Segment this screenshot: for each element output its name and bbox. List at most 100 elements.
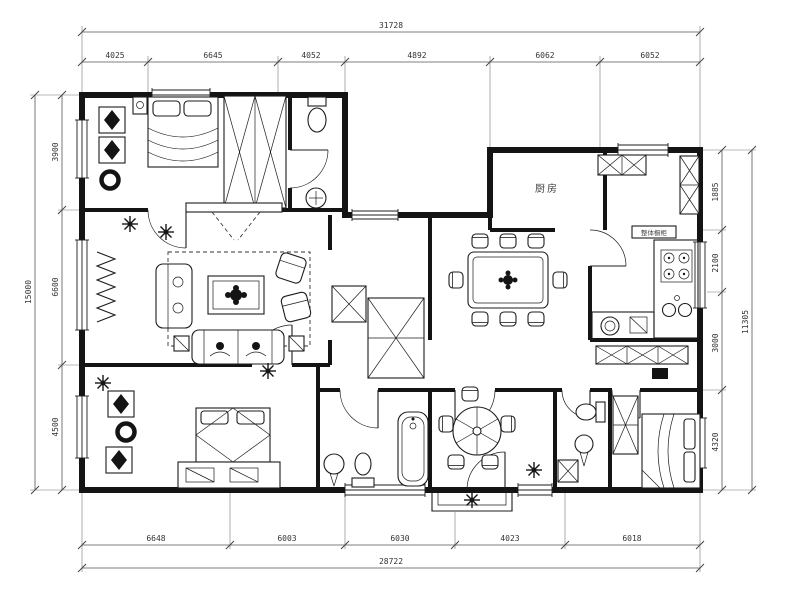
cabinet-label-text: 整体橱柜 [641, 228, 668, 237]
pillow [683, 451, 696, 483]
chair [500, 415, 516, 433]
window [75, 239, 89, 331]
window [75, 119, 89, 179]
decor-cabinet-icon [105, 446, 133, 474]
pedestal-sink [574, 434, 594, 467]
living-room [95, 202, 312, 365]
pillow [152, 100, 181, 117]
dimension-label: 4023 [500, 534, 519, 543]
washing-machine [557, 459, 579, 483]
dining-chair [448, 271, 464, 289]
dimension-label: 4500 [51, 417, 60, 436]
kitchen: 厨房 整体橱柜 [535, 154, 700, 379]
wardrobe [223, 95, 287, 209]
dimension-label: 11305 [741, 310, 750, 334]
small-bathroom [557, 401, 606, 483]
master-bathroom [305, 96, 327, 209]
dimension-label: 31728 [379, 21, 403, 30]
plant-icon [94, 374, 112, 392]
cabinet-label: 整体橱柜 [631, 225, 677, 239]
chair [481, 454, 499, 470]
balcony-door [679, 155, 700, 215]
door-swing [289, 149, 329, 189]
plant-icon [121, 215, 139, 233]
dimension-label: 4320 [711, 432, 720, 451]
plant-icon [525, 461, 543, 479]
dimension-label: 6600 [51, 277, 60, 296]
water-heater [652, 368, 668, 379]
sink [305, 187, 327, 209]
dimension-label: 3900 [51, 142, 60, 161]
dimension-label: 6003 [277, 534, 296, 543]
main-bathroom [323, 411, 429, 488]
dimension-left: 3900 6600 4500 15000 [24, 90, 67, 495]
door-swing [339, 389, 379, 429]
side-table [173, 335, 190, 352]
dining-chair [471, 233, 489, 249]
dimension-right: 1885 2100 3000 4320 11305 [711, 145, 757, 495]
outer-walls [79, 92, 703, 493]
door-swing [466, 451, 506, 491]
plant-icon [259, 362, 277, 380]
closet [367, 297, 425, 379]
chair [461, 386, 479, 402]
coffee-table [207, 275, 265, 315]
room-label: 厨房 [535, 182, 559, 195]
toilet [575, 401, 606, 423]
plant-icon [157, 223, 175, 241]
dimension-label: 6062 [535, 51, 554, 60]
tv-console [185, 202, 283, 213]
decor-ring-icon [102, 172, 119, 189]
dining-table [467, 251, 549, 309]
window [517, 483, 553, 497]
interior-walls [82, 95, 700, 490]
rug [167, 251, 311, 347]
loveseat [155, 263, 193, 329]
dimension-label: 4025 [105, 51, 124, 60]
dimension-label: 3000 [711, 333, 720, 352]
windows [75, 88, 707, 497]
sofa [191, 329, 285, 365]
dimension-label: 2100 [711, 253, 720, 272]
window [351, 209, 399, 221]
dining-chair [471, 311, 489, 327]
decor-cabinet-icon [98, 106, 126, 134]
round-table [452, 406, 502, 456]
chair [438, 415, 454, 433]
pedestal-sink [323, 453, 345, 487]
dimension-label: 15000 [24, 280, 33, 304]
dimension-label: 6030 [390, 534, 409, 543]
extension-lines [30, 26, 756, 572]
dimension-label: 4892 [407, 51, 426, 60]
door-swing [589, 229, 627, 267]
dining-chair [552, 271, 568, 289]
decor-cabinet-icon [107, 390, 135, 418]
radiator [95, 251, 117, 323]
hallway-closets [331, 285, 425, 379]
dimension-top: 31728 4025 6645 4052 4892 6062 6052 [77, 21, 705, 67]
wardrobe [612, 395, 639, 455]
bathtub [397, 411, 429, 487]
window [693, 241, 707, 309]
hall-wardrobe [595, 345, 689, 365]
double-sink [661, 295, 693, 318]
dimension-bottom: 6648 6003 6030 4023 6018 28722 [77, 534, 705, 573]
pillow [183, 100, 212, 117]
window [75, 395, 89, 459]
bed [147, 96, 219, 168]
closet [331, 285, 367, 323]
stove [660, 249, 693, 283]
pillow [236, 410, 265, 425]
dining-room [448, 233, 568, 327]
bed [195, 407, 271, 463]
fridge [597, 154, 647, 176]
side-table [288, 335, 305, 352]
toilet [307, 96, 327, 133]
dimension-label: 6052 [640, 51, 659, 60]
decor-cabinet-icon [98, 136, 126, 164]
door-swing [147, 209, 187, 249]
plant-icon [463, 491, 481, 509]
dresser [177, 461, 281, 489]
